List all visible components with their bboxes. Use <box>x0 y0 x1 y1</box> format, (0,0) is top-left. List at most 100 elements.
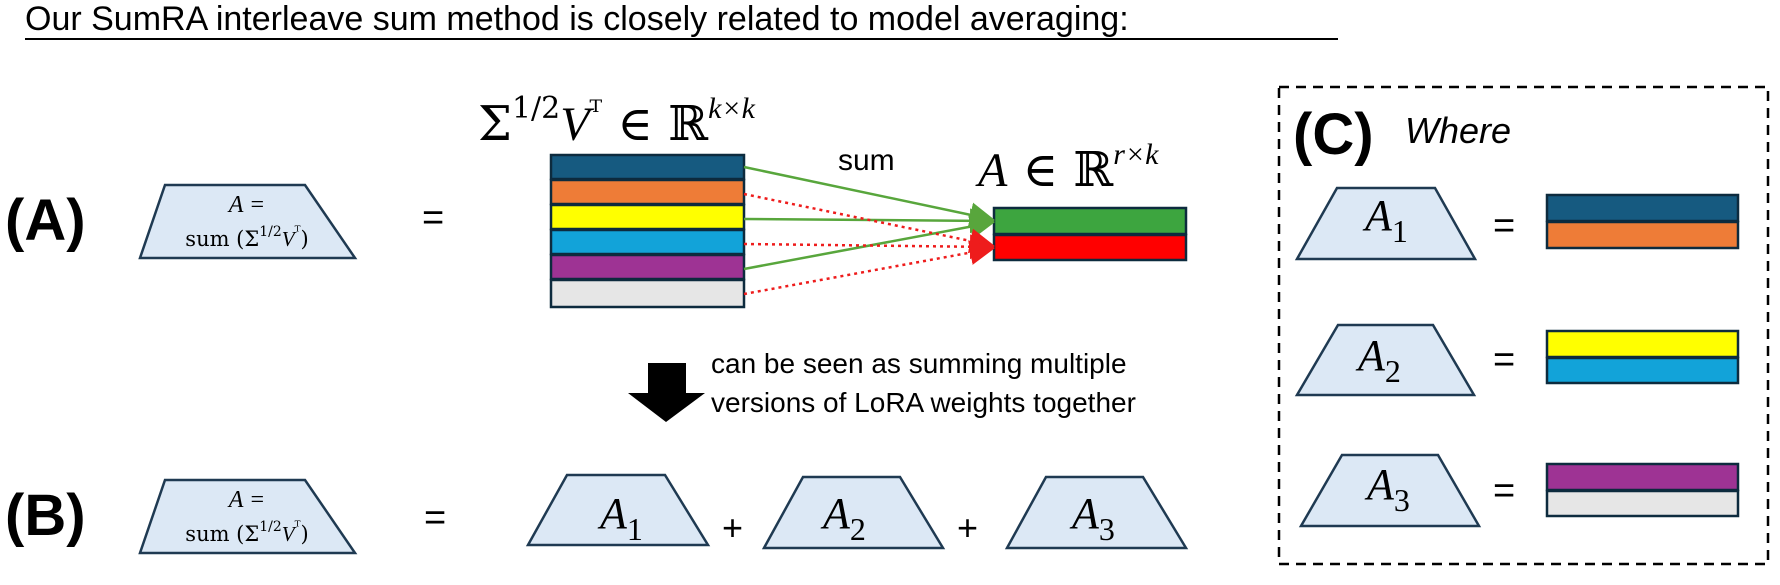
term-base: A <box>597 489 628 538</box>
a2-trapezoid: A2 <box>761 475 946 550</box>
where-a3-row-2 <box>1545 489 1740 518</box>
equals-b: = <box>424 497 446 539</box>
green-arrow-2 <box>743 208 995 234</box>
where-label: Where <box>1405 110 1511 151</box>
where-a2-row-2 <box>1545 356 1740 385</box>
red-arrow-2 <box>743 234 995 260</box>
a-in: ∈ ℝ <box>1007 142 1113 198</box>
sigma-row-5 <box>549 253 746 281</box>
where-a3: A3 = <box>1298 453 1740 528</box>
t-text: ᵀ <box>295 224 301 240</box>
a1-trapezoid: A1 <box>525 473 711 547</box>
trapezoid-shape <box>1298 453 1482 528</box>
v-text: V <box>282 227 297 251</box>
sigma-row-2 <box>549 178 746 206</box>
trapezoid-formula-a: A = sum (Σ1/2Vᵀ) <box>138 183 358 260</box>
term-base: A <box>1069 489 1100 538</box>
a-base: A <box>975 144 1008 197</box>
trapezoid-line2: sum (Σ1/2Vᵀ) <box>185 224 308 251</box>
sigma-in: ∈ ℝ <box>602 96 708 152</box>
a-matrix <box>992 206 1188 262</box>
sigma-exp: 1/2 <box>512 91 560 126</box>
v-text: V <box>282 522 297 546</box>
a2-term: A2 <box>820 489 866 547</box>
where-a3-term: A3 <box>1364 460 1410 518</box>
term-base: A <box>1362 191 1393 240</box>
sigma-dim: k×k <box>708 92 756 125</box>
sigma-t: ᵀ <box>590 95 603 130</box>
where-a1: A1 = <box>1294 186 1740 261</box>
exp-text: 1/2 <box>259 519 282 535</box>
close-text: ) <box>300 522 308 546</box>
where-equals-2: = <box>1493 339 1515 381</box>
t-text: ᵀ <box>295 519 301 535</box>
sigma-matrix-label: Σ1/2Vᵀ ∈ ℝk×k <box>478 91 756 152</box>
sigma-row-4 <box>549 228 746 256</box>
trapezoid-shape <box>1004 475 1189 550</box>
plus-2: + <box>957 507 978 548</box>
where-box <box>1277 85 1770 566</box>
trapezoid-shape <box>761 475 946 550</box>
exp-text: 1/2 <box>259 224 282 240</box>
green-arrows <box>743 165 995 271</box>
sum-label: sum <box>838 144 895 177</box>
sigma-v: V <box>560 98 594 151</box>
fn-text: sum (Σ <box>185 522 259 546</box>
where-a2-row-1 <box>1545 329 1740 359</box>
trapezoid-shape <box>1294 323 1477 397</box>
headline: Our SumRA interleave sum method is close… <box>25 0 1129 38</box>
trapezoid-shape <box>138 478 358 555</box>
label-b: (B) <box>5 483 86 548</box>
term-sub: 3 <box>1099 511 1115 547</box>
a1-term: A1 <box>597 489 643 547</box>
where-a3-row-1 <box>1545 462 1740 492</box>
trapezoid-line2: sum (Σ1/2Vᵀ) <box>185 519 308 546</box>
equals-a: = <box>422 197 444 239</box>
where-a1-row-1 <box>1545 193 1740 223</box>
trapezoid-shape <box>1294 186 1478 261</box>
label-a: (A) <box>5 188 86 253</box>
trapezoid-line1: A = <box>227 487 265 513</box>
term-base: A <box>1364 460 1395 509</box>
a3-trapezoid: A3 <box>1004 475 1189 550</box>
where-equals-1: = <box>1493 205 1515 247</box>
note-line-2: versions of LoRA weights together <box>711 387 1136 418</box>
where-a1-term: A1 <box>1362 191 1408 249</box>
trapezoid-shape <box>138 183 358 260</box>
term-sub: 1 <box>627 511 643 547</box>
red-arrows <box>743 192 995 296</box>
down-arrow-icon <box>628 363 705 422</box>
sigma-matrix <box>549 153 746 309</box>
term-sub: 2 <box>850 511 866 547</box>
fn-text: sum (Σ <box>185 227 259 251</box>
term-sub: 1 <box>1392 213 1408 249</box>
a-row-green <box>992 206 1188 236</box>
where-a1-row-2 <box>1545 220 1740 250</box>
close-text: ) <box>300 227 308 251</box>
a-matrix-label: A ∈ ℝr×k <box>975 138 1159 198</box>
a-dim: r×k <box>1113 138 1159 171</box>
term-base: A <box>1355 331 1386 380</box>
where-a2-term: A2 <box>1355 331 1401 389</box>
sigma-row-3 <box>549 203 746 231</box>
a3-term: A3 <box>1069 489 1115 547</box>
note-line-1: can be seen as summing multiple <box>711 348 1127 379</box>
where-a2: A2 = <box>1294 323 1740 397</box>
label-c: (C) <box>1293 102 1374 167</box>
sigma-base: Σ <box>478 96 512 152</box>
plus-1: + <box>722 507 743 548</box>
term-base: A <box>820 489 851 538</box>
trapezoid-line1: A = <box>227 192 265 218</box>
term-sub: 2 <box>1385 353 1401 389</box>
sigma-row-6 <box>549 278 746 309</box>
term-sub: 3 <box>1394 482 1410 518</box>
where-equals-3: = <box>1493 470 1515 512</box>
green-arrow-1 <box>743 165 995 228</box>
a-row-red <box>992 233 1188 262</box>
red-arrow-3 <box>743 240 995 296</box>
sigma-row-1 <box>549 153 746 181</box>
trapezoid-shape <box>525 473 711 547</box>
green-arrow-3 <box>743 214 995 271</box>
trapezoid-formula-b: A = sum (Σ1/2Vᵀ) <box>138 478 358 555</box>
